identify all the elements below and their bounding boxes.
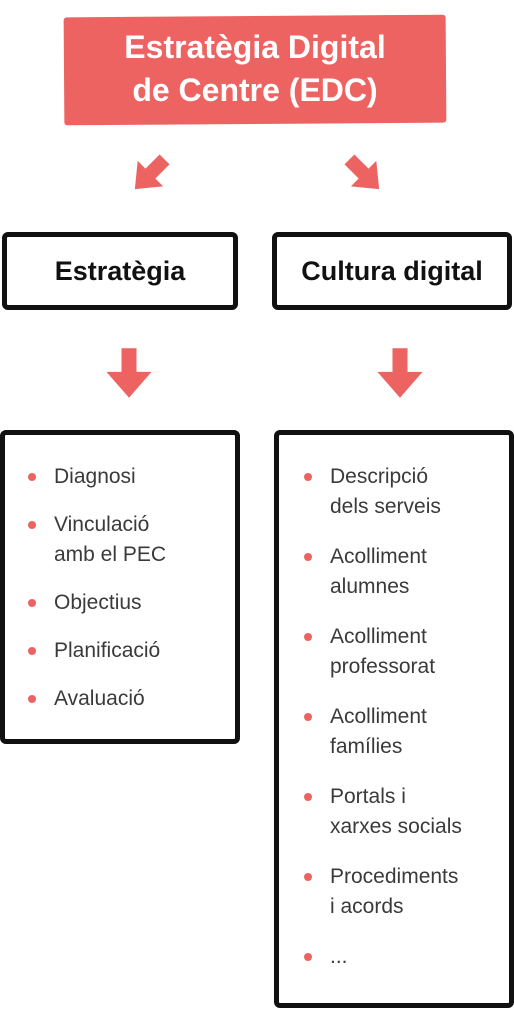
list-cultura-digital: Descripció dels serveis Acolliment alumn… (304, 462, 462, 972)
list-item: Acolliment famílies (304, 702, 462, 762)
bullet-icon (28, 695, 36, 703)
diagram-title: Estratègia Digital de Centre (EDC) (64, 26, 446, 112)
list-estrategia: Diagnosi Vinculació amb el PEC Objectius… (28, 462, 166, 714)
bullet-icon (304, 793, 312, 801)
arrow-down-right-icon (338, 148, 392, 202)
list-item: Descripció dels serveis (304, 462, 462, 522)
list-item: Portals i xarxes socials (304, 782, 462, 842)
bullet-icon (304, 953, 312, 961)
list-item: Acolliment alumnes (304, 542, 462, 602)
arrow-down-icon (100, 344, 158, 402)
list-item: Diagnosi (28, 462, 166, 492)
arrow-down-left-icon (122, 148, 176, 202)
bullet-icon (304, 713, 312, 721)
bullet-icon (28, 647, 36, 655)
bullet-icon (28, 521, 36, 529)
title-line-2: de Centre (EDC) (132, 72, 378, 108)
bullet-icon (304, 633, 312, 641)
title-line-1: Estratègia Digital (124, 29, 386, 65)
bullet-icon (304, 873, 312, 881)
list-box-estrategia (0, 430, 240, 744)
list-item: Procediments i acords (304, 862, 462, 922)
bullet-icon (304, 473, 312, 481)
list-item: Acolliment professorat (304, 622, 462, 682)
bullet-icon (304, 553, 312, 561)
header-label-estrategia: Estratègia (54, 255, 186, 286)
header-box-estrategia: Estratègia (2, 232, 238, 310)
bullet-icon (28, 599, 36, 607)
list-item: Avaluació (28, 684, 166, 714)
list-item: Planificació (28, 636, 166, 666)
list-item: Objectius (28, 588, 166, 618)
list-box-cultura-digital (274, 430, 514, 1008)
arrow-down-icon (371, 344, 429, 402)
header-label-cultura-digital: Cultura digital (301, 255, 483, 286)
list-item: ... (304, 942, 462, 972)
list-item: Vinculació amb el PEC (28, 510, 166, 570)
header-box-cultura-digital: Cultura digital (272, 232, 512, 310)
bullet-icon (28, 473, 36, 481)
